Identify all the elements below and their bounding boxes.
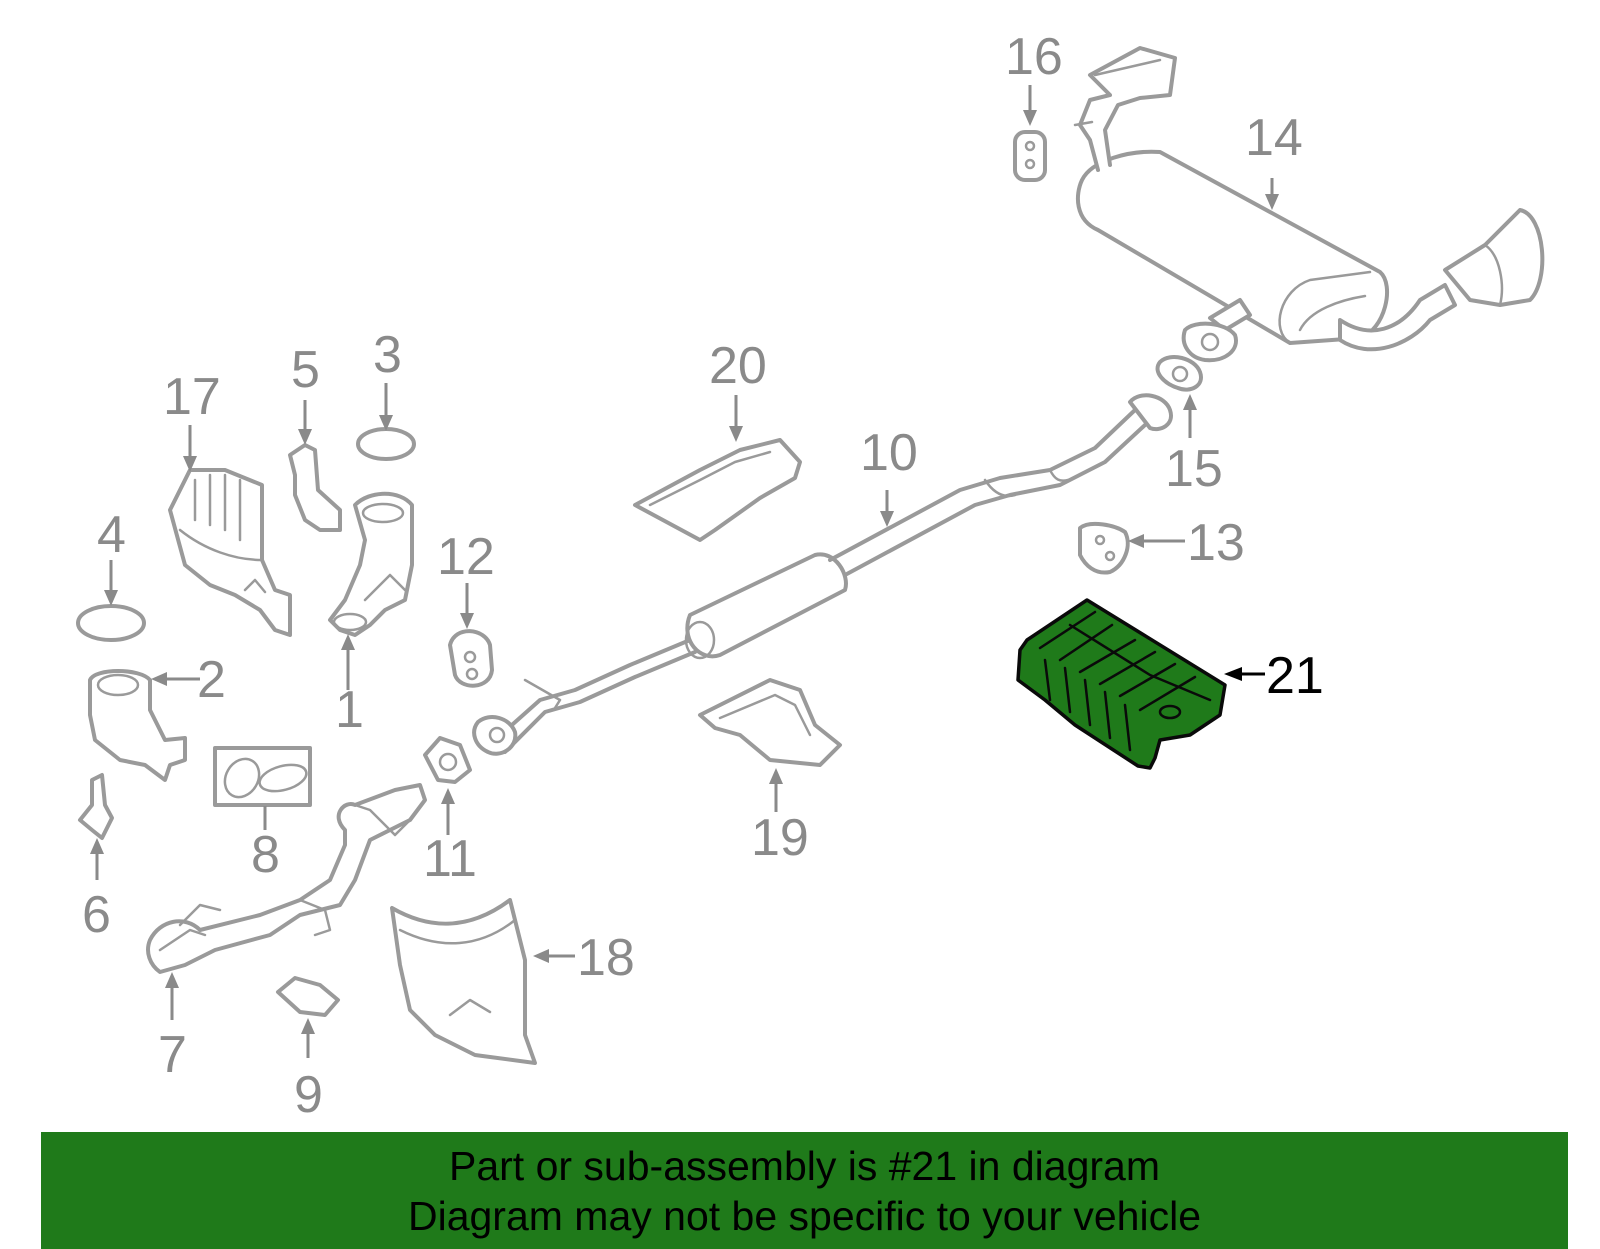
- part-5-bracket[interactable]: [288, 443, 342, 532]
- callout-3: 3: [373, 326, 402, 431]
- callout-9-label: 9: [294, 1066, 323, 1124]
- part-11-gasket[interactable]: [423, 736, 472, 784]
- callout-10: 10: [860, 424, 918, 527]
- callout-19-label: 19: [751, 809, 809, 867]
- callout-20: 20: [709, 337, 767, 442]
- part-15-gasket[interactable]: [1155, 355, 1203, 392]
- callout-4-label: 4: [97, 506, 126, 564]
- part-3-gasket[interactable]: [356, 427, 416, 461]
- callout-12: 12: [437, 528, 495, 629]
- callout-2-label: 2: [197, 651, 226, 709]
- callout-19: 19: [751, 768, 809, 867]
- callout-7-label: 7: [158, 1026, 187, 1084]
- callout-8-label: 8: [251, 826, 280, 884]
- callout-21-label: 21: [1266, 647, 1324, 705]
- callout-15: 15: [1165, 394, 1223, 498]
- callout-10-label: 10: [860, 424, 918, 482]
- callout-18: 18: [533, 929, 635, 987]
- part-20-heat-shield[interactable]: [633, 438, 802, 542]
- part-9-bracket[interactable]: [276, 976, 340, 1017]
- callout-13-label: 13: [1187, 514, 1245, 572]
- part-14-rear-muffler[interactable]: [1073, 46, 1545, 363]
- part-18-heat-shield[interactable]: [390, 898, 537, 1065]
- part-10-center-pipe[interactable]: [472, 393, 1173, 756]
- callout-17: 17: [163, 368, 221, 472]
- callout-5: 5: [291, 341, 320, 445]
- part-13-bracket[interactable]: [1078, 521, 1130, 575]
- callout-13: 13: [1128, 514, 1245, 572]
- callout-16: 16: [1005, 28, 1063, 126]
- part-21-heat-shield-highlighted[interactable]: [1016, 598, 1227, 770]
- callout-17-label: 17: [163, 368, 221, 426]
- callout-5-label: 5: [291, 341, 320, 399]
- callout-18-label: 18: [577, 929, 635, 987]
- callout-14-label: 14: [1245, 109, 1303, 167]
- callout-1-label: 1: [335, 681, 364, 739]
- callout-2: 2: [151, 651, 226, 709]
- part-1-manifold[interactable]: [328, 491, 414, 637]
- callout-9: 9: [294, 1018, 323, 1124]
- part-7-front-pipe[interactable]: [146, 783, 427, 974]
- callout-3-label: 3: [373, 326, 402, 384]
- part-17-heat-shield[interactable]: [168, 468, 292, 637]
- callout-16-label: 16: [1005, 28, 1063, 86]
- part-2-manifold[interactable]: [88, 669, 187, 782]
- callout-6-label: 6: [82, 886, 111, 944]
- callout-15-label: 15: [1165, 440, 1223, 498]
- callout-12-label: 12: [437, 528, 495, 586]
- callout-7: 7: [158, 972, 187, 1084]
- banner-line-1: Part or sub-assembly is #21 in diagram: [449, 1142, 1160, 1189]
- callout-6: 6: [82, 838, 111, 944]
- part-16-hanger[interactable]: [1013, 130, 1047, 182]
- banner-line-2: Diagram may not be specific to your vehi…: [407, 1192, 1201, 1239]
- part-8-gasket-set[interactable]: [213, 746, 312, 807]
- callout-1: 1: [335, 634, 364, 739]
- callout-11: 11: [423, 788, 477, 888]
- callout-8: 8: [251, 806, 280, 884]
- part-12-hanger[interactable]: [448, 629, 494, 688]
- part-info-banner: Part or sub-assembly is #21 in diagram D…: [41, 1132, 1568, 1249]
- callout-14: 14: [1245, 109, 1303, 210]
- callout-11-label: 11: [423, 830, 477, 888]
- callout-20-label: 20: [709, 337, 767, 395]
- callout-21-highlighted: 21: [1224, 647, 1324, 705]
- part-19-heat-shield[interactable]: [698, 678, 842, 767]
- part-6-bracket[interactable]: [78, 773, 114, 840]
- callout-4: 4: [97, 506, 126, 606]
- part-4-gasket[interactable]: [76, 604, 146, 642]
